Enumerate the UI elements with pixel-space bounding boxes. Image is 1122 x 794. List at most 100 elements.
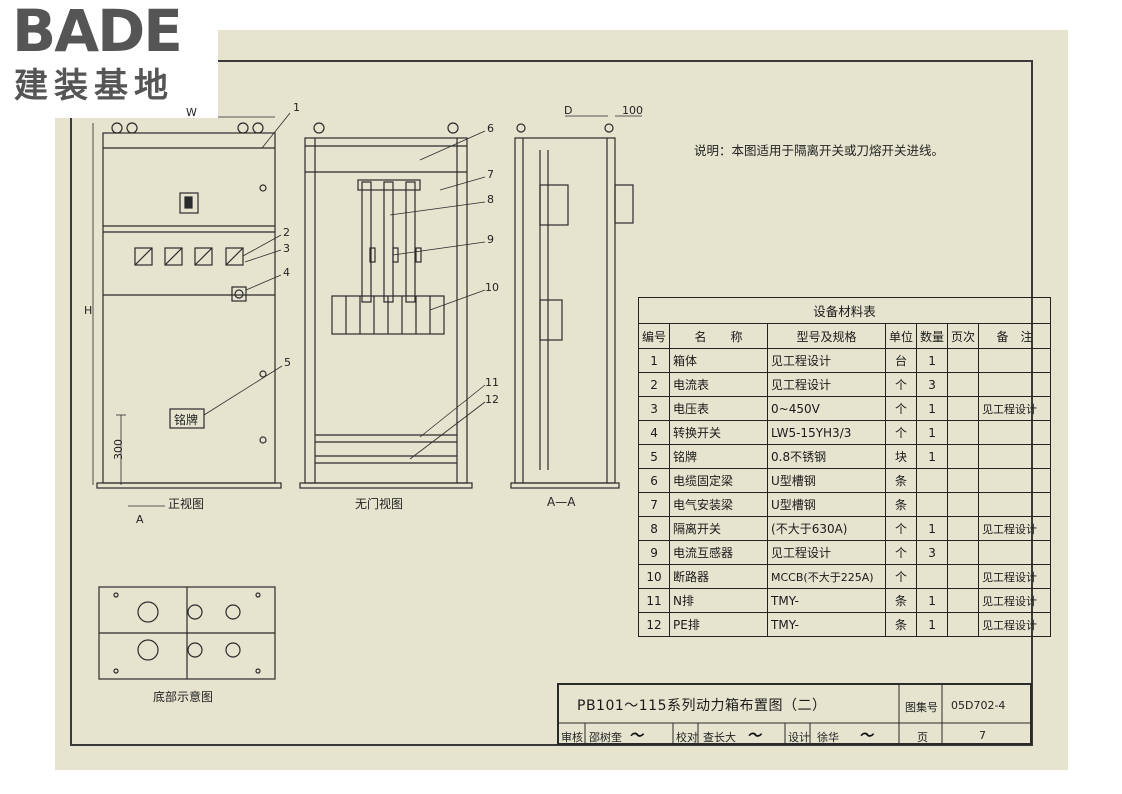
row-page (947, 468, 980, 493)
front-view-label: 正视图 (168, 497, 205, 511)
dim-300: 300 (112, 439, 125, 460)
design-label: 设计 (788, 731, 810, 744)
section-mark-a: A (136, 513, 144, 526)
row-name: 电流表 (669, 372, 769, 397)
row-remark (978, 444, 1052, 469)
row-unit: 个 (885, 372, 918, 397)
row-no: 11 (637, 588, 671, 613)
designer-name: 徐华 (817, 731, 839, 744)
row-remark: 见工程设计 (978, 612, 1052, 637)
row-name: 铭牌 (669, 444, 769, 469)
row-model: 0.8不锈钢 (767, 444, 887, 469)
row-qty: 1 (916, 396, 949, 421)
check-label: 校对 (676, 731, 698, 744)
logo-subtext: 建装基地 (14, 66, 174, 106)
header-no: 编号 (637, 323, 671, 349)
row-unit: 条 (885, 588, 918, 613)
row-remark: 见工程设计 (978, 588, 1052, 613)
header-unit: 单位 (885, 323, 918, 349)
row-unit: 个 (885, 540, 918, 565)
row-page (947, 396, 980, 421)
table-header-row: 编号 名 称 型号及规格 单位 数量 页次 备 注 (637, 323, 1052, 349)
header-model: 型号及规格 (767, 323, 887, 349)
callout-5: 5 (284, 356, 291, 369)
row-name: PE排 (669, 612, 769, 637)
dim-100: 100 (622, 104, 643, 117)
header-name: 名 称 (669, 323, 769, 349)
row-remark (978, 540, 1052, 565)
row-unit: 台 (885, 348, 918, 373)
row-qty: 1 (916, 588, 949, 613)
reviewer-signature: 〜 (629, 728, 643, 744)
row-qty: 1 (916, 420, 949, 445)
row-name: 箱体 (669, 348, 769, 373)
row-qty: 1 (916, 516, 949, 541)
row-page (947, 540, 980, 565)
reviewer-name: 邵树奎 (589, 731, 622, 744)
row-page (947, 588, 980, 613)
nodoor-view-label: 无门视图 (355, 497, 404, 511)
row-no: 2 (637, 372, 671, 397)
row-remark: 见工程设计 (978, 564, 1052, 589)
row-unit: 个 (885, 420, 918, 445)
row-remark (978, 492, 1052, 517)
row-remark (978, 420, 1052, 445)
row-qty: 1 (916, 612, 949, 637)
callout-2: 2 (283, 226, 290, 239)
row-name: 电缆固定梁 (669, 468, 769, 493)
row-unit: 条 (885, 492, 918, 517)
row-no: 7 (637, 492, 671, 517)
row-qty: 1 (916, 348, 949, 373)
row-remark (978, 348, 1052, 373)
row-name: 隔离开关 (669, 516, 769, 541)
section-view-cabinet (510, 115, 642, 489)
row-page (947, 564, 980, 589)
dim-h: H (84, 304, 93, 317)
row-name: 电压表 (669, 396, 769, 421)
row-model: U型槽钢 (767, 468, 887, 493)
row-no: 1 (637, 348, 671, 373)
designer-signature: 〜 (859, 728, 873, 744)
callout-4: 4 (283, 266, 290, 279)
atlas-label: 图集号 (905, 701, 938, 714)
header-qty: 数量 (916, 323, 949, 349)
row-page (947, 516, 980, 541)
brand-logo: BADE 建装基地 (0, 0, 218, 118)
row-unit: 个 (885, 516, 918, 541)
row-model: 0~450V (767, 396, 887, 421)
dim-d: D (564, 104, 573, 117)
row-model: 见工程设计 (767, 372, 887, 397)
drawing-title: PB101～115系列动力箱布置图（二） (577, 698, 827, 714)
row-no: 8 (637, 516, 671, 541)
callout-12: 12 (485, 393, 499, 406)
table-caption: 设备材料表 (637, 297, 1052, 324)
callout-11: 11 (485, 376, 499, 389)
row-qty (916, 468, 949, 493)
row-no: 9 (637, 540, 671, 565)
row-model: MCCB(不大于225A) (767, 564, 887, 589)
page-label: 页 (917, 731, 928, 744)
row-qty: 1 (916, 444, 949, 469)
callout-7: 7 (487, 168, 494, 181)
dim-w: W (186, 106, 197, 119)
title-block: PB101～115系列动力箱布置图（二） 图集号 05D702-4 页 7 审核… (557, 683, 1032, 745)
row-name: 电流互感器 (669, 540, 769, 565)
row-model: (不大于630A) (767, 516, 887, 541)
row-name: 断路器 (669, 564, 769, 589)
nameplate-label: 铭牌 (174, 413, 199, 427)
callout-6: 6 (487, 122, 494, 135)
logo-text: BADE (12, 0, 183, 65)
row-name: N排 (669, 588, 769, 613)
callout-9: 9 (487, 233, 494, 246)
row-remark: 见工程设计 (978, 396, 1052, 421)
row-page (947, 348, 980, 373)
row-model: U型槽钢 (767, 492, 887, 517)
